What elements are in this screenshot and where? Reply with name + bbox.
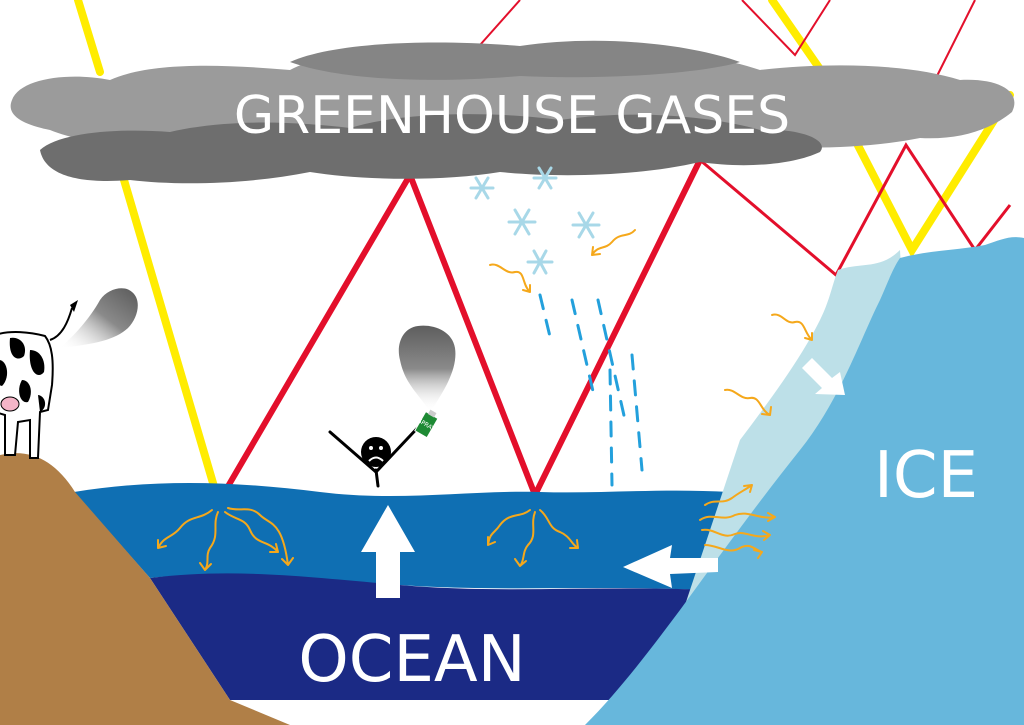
heat-squiggle-icon	[771, 313, 813, 341]
heat-squiggle-icon	[704, 484, 753, 506]
land-hill	[0, 453, 290, 725]
heat-squiggle-icon	[227, 507, 294, 566]
infrared-ray-3	[479, 0, 521, 46]
heat-squiggle-icon	[489, 263, 531, 293]
heat-squiggle-icon	[224, 511, 279, 553]
sunlight-ray-left-lower	[120, 176, 222, 504]
snowflake-icon	[469, 176, 495, 200]
raindrop-line	[596, 298, 627, 422]
heat-squiggle-icon	[704, 544, 763, 559]
spray-can-icon: SPRAY	[414, 409, 439, 439]
heat-transfer	[157, 229, 813, 571]
ocean-label: OCEAN	[298, 623, 525, 697]
person-frown	[368, 456, 384, 462]
arrow-up-icon	[361, 505, 415, 598]
cloud-mid-icon	[290, 40, 740, 80]
infrared-ray-1	[217, 158, 703, 503]
rain	[538, 293, 644, 487]
cloud-dark-icon	[40, 114, 822, 184]
snowflake-icon	[571, 211, 601, 239]
heat-squiggle-icon	[591, 229, 636, 256]
infrared-rays	[217, 0, 1012, 503]
person-eye	[369, 446, 373, 450]
sunlight-ray-left	[74, 0, 104, 76]
cow-tail-tuft	[70, 300, 78, 312]
greenhouse-label: GREENHOUSE GASES	[234, 86, 790, 146]
heat-squiggle-icon	[724, 388, 772, 416]
infrared-ray-4	[741, 0, 831, 57]
arrow-downright-icon	[802, 358, 845, 395]
heat-squiggle-icon	[701, 528, 771, 541]
snowflake-icon	[526, 249, 554, 275]
person: SPRAY	[328, 325, 456, 488]
snowfall	[469, 166, 601, 275]
arrow-left-icon	[623, 545, 718, 588]
snowflake-icon	[507, 208, 537, 236]
smoke-icon	[398, 325, 456, 412]
snowflake-icon	[532, 166, 558, 190]
heat-squiggle-icon	[514, 511, 536, 567]
sunlight-ray-ice	[846, 91, 1014, 259]
raindrop-line	[608, 368, 614, 487]
infrared-ray-5	[934, 0, 976, 81]
cow-spot	[9, 337, 26, 359]
sunlight-rays	[74, 0, 1014, 504]
person-head	[361, 437, 391, 467]
sunlight-ray-right	[768, 0, 826, 76]
cow-udder	[0, 396, 20, 412]
cow-spot	[29, 350, 45, 376]
meltwater-ice	[680, 250, 910, 620]
cow	[0, 288, 138, 459]
heat-squiggle-icon	[199, 511, 219, 571]
ocean-deep-layer	[150, 573, 705, 700]
infrared-ray-2	[699, 142, 1012, 278]
heat-squiggle-icon	[487, 509, 531, 546]
person-eye	[379, 446, 383, 450]
heat-squiggle-icon	[699, 512, 776, 522]
heat-squiggle-icon	[157, 509, 213, 549]
ice-label: ICE	[874, 439, 978, 513]
smoke-icon	[60, 288, 138, 348]
cow-spot	[38, 395, 46, 412]
cow-tail	[49, 307, 73, 341]
ice-block	[585, 237, 1024, 725]
greenhouse-cloud: GREENHOUSE GASES	[10, 40, 1015, 184]
ice-sheet: ICE	[585, 237, 1024, 725]
cow-spot	[19, 380, 31, 403]
cow-spot	[0, 360, 7, 386]
land	[0, 453, 290, 725]
flow-arrows	[361, 358, 845, 598]
heat-squiggle-icon	[539, 509, 579, 549]
raindrop-line	[630, 353, 644, 472]
raindrop-line	[538, 293, 554, 347]
raindrop-line	[570, 298, 597, 402]
